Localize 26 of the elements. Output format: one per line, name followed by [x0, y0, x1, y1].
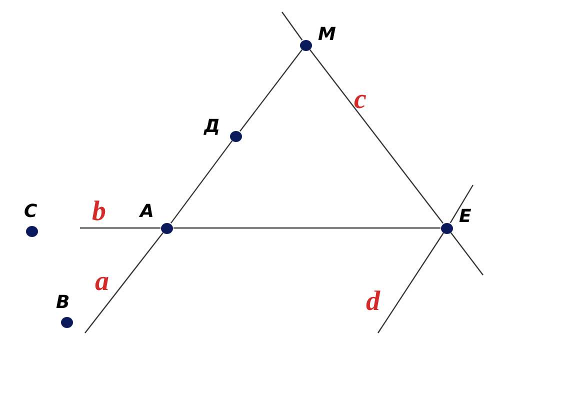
point-label: Д	[204, 118, 220, 136]
point-label: E	[459, 208, 472, 226]
line-label: c	[354, 86, 366, 114]
point-dot	[300, 40, 312, 50]
point-dot	[61, 316, 73, 328]
line-label: a	[95, 268, 109, 296]
line-label: d	[366, 288, 380, 316]
line	[378, 232, 444, 334]
point-dot	[161, 222, 173, 234]
point-dot	[26, 226, 38, 236]
line	[239, 49, 303, 132]
line	[282, 12, 303, 40]
point-dot	[230, 130, 242, 142]
line	[450, 232, 484, 276]
point-label: A	[140, 203, 154, 221]
line	[450, 184, 474, 224]
point-dot	[441, 222, 453, 234]
line	[174, 227, 440, 229]
point-label: M	[318, 26, 336, 44]
line-label: b	[92, 198, 106, 226]
line	[309, 49, 444, 224]
line	[170, 140, 233, 224]
point-label: C	[24, 203, 38, 221]
point-label: B	[56, 294, 70, 312]
line	[80, 227, 160, 229]
line	[84, 232, 164, 334]
